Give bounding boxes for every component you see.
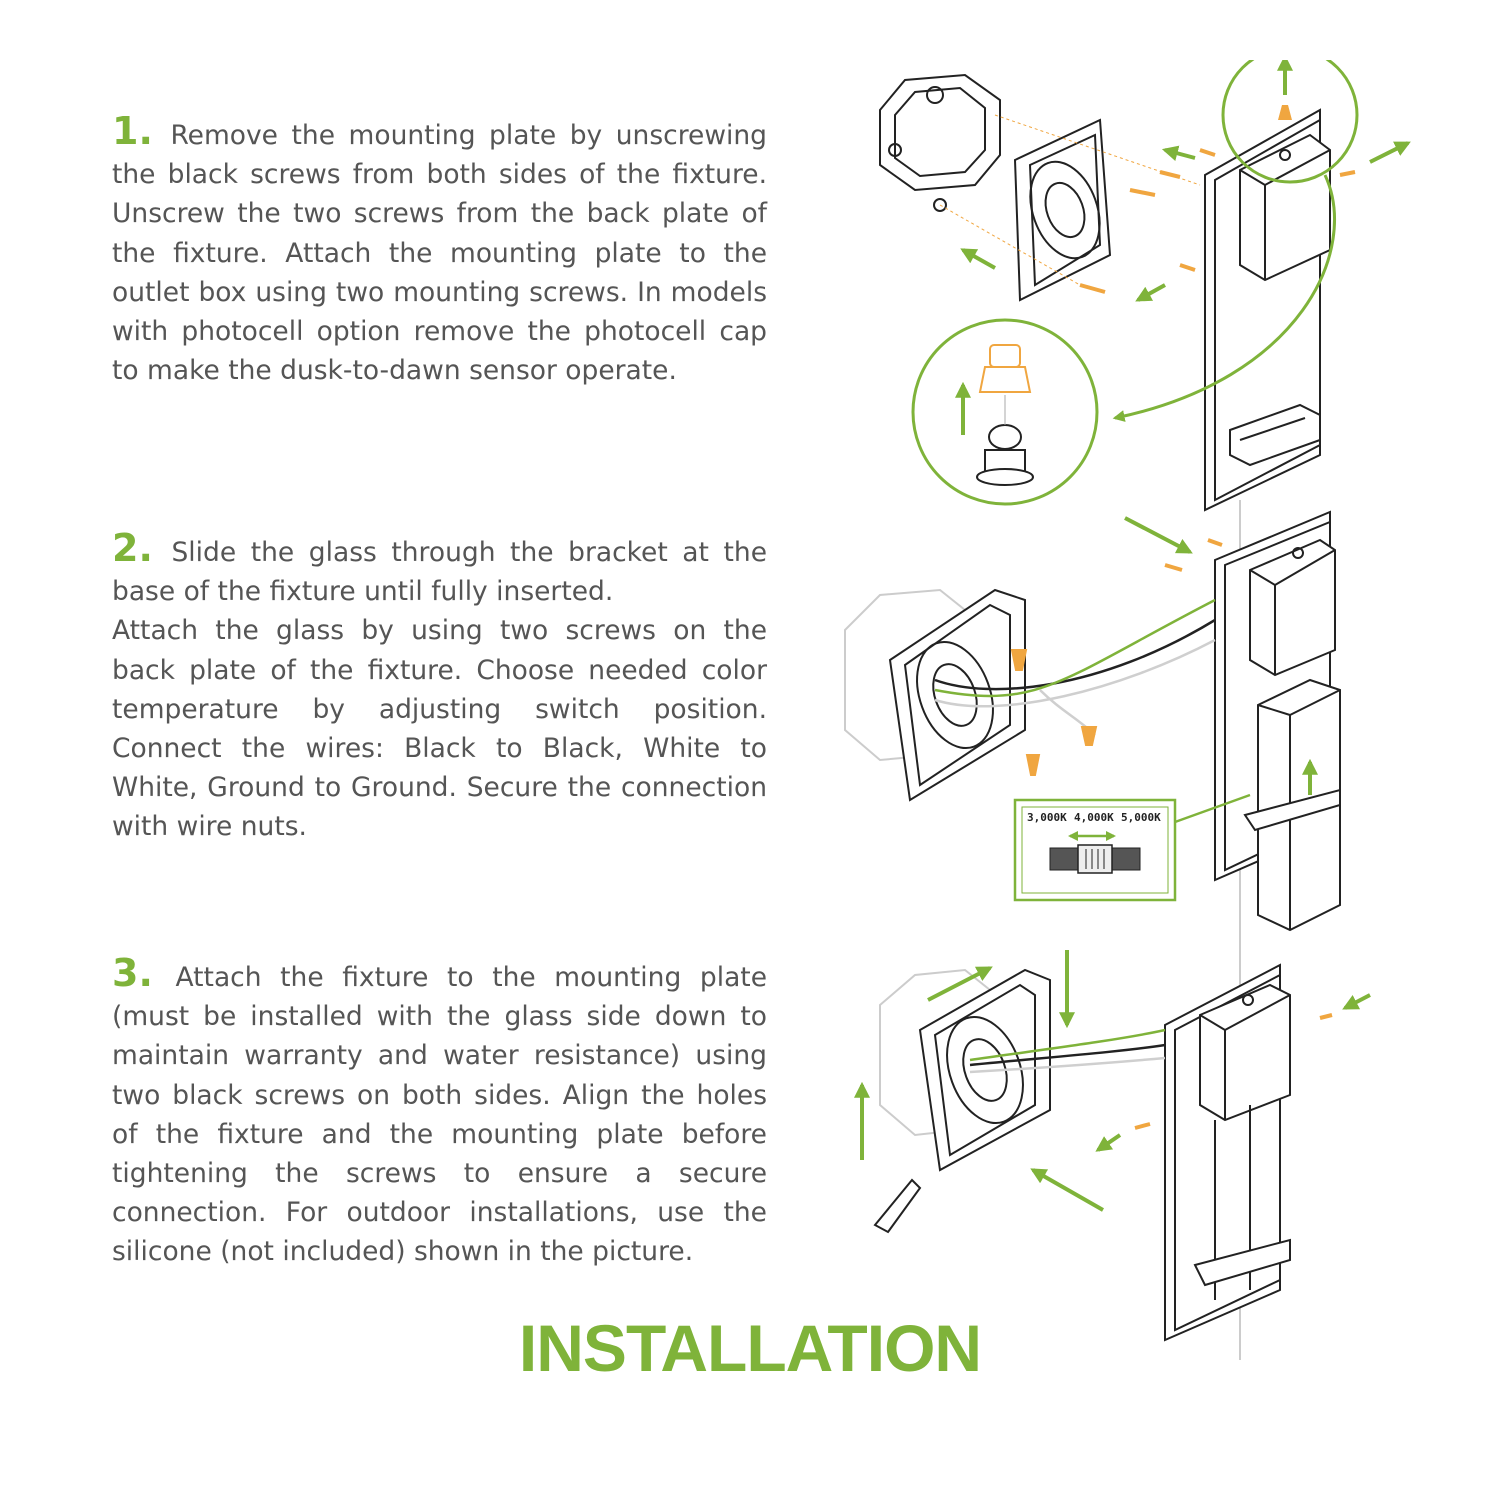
wires [934, 598, 1216, 736]
screws-2-icon [1164, 538, 1223, 572]
step-2-illustration [844, 510, 1341, 932]
step-3-text: Attach the fixture to the mounting plate… [112, 962, 767, 1268]
step-3-arrows [854, 950, 1371, 1212]
screws-icon [1079, 148, 1356, 294]
photocell-sensor-icon [976, 424, 1034, 486]
fixture-assembled-icon [1164, 963, 1291, 1342]
mounting-plate-icon [1013, 118, 1112, 302]
installation-title: INSTALLATION [518, 1311, 982, 1385]
glass-panel-icon [1243, 678, 1341, 932]
step-1-paragraph-1: 1. Remove the mounting plate by unscrewi… [112, 109, 767, 390]
silicone-tube-icon [873, 1178, 922, 1234]
step-1-illustration [879, 73, 1356, 512]
photocell-callout-large [911, 318, 1099, 506]
temp-label-4000k: 4,000K [1074, 811, 1114, 824]
alignment-guides [939, 114, 1201, 286]
step-2-arrows [1124, 516, 1318, 795]
wire-nuts-icon [1010, 649, 1098, 776]
glass-bracket-icon [1229, 403, 1321, 467]
color-temperature-switch-inset: 3,000K 4,000K 5,000K [1013, 793, 1251, 902]
installation-diagram: 3,000K 4,000K 5,000K [844, 60, 1411, 1360]
step-3-number: 3. [112, 951, 153, 995]
step-1-arrows [955, 60, 1411, 435]
step-3-paragraph-1: 3. Attach the fixture to the mounting pl… [112, 951, 767, 1272]
photocell-callout-top [1221, 60, 1359, 184]
step-3-instructions: 3. Attach the fixture to the mounting pl… [112, 951, 767, 1272]
step-1-number: 1. [112, 109, 153, 153]
step-2-number: 2. [112, 526, 153, 570]
mounting-plate-2-icon [888, 588, 1026, 802]
step-1-instructions: 1. Remove the mounting plate by unscrewi… [112, 109, 767, 390]
wires-3 [969, 1028, 1166, 1074]
screws-3-icon [1134, 1013, 1333, 1130]
temp-label-3000k: 3,000K [1027, 811, 1067, 824]
slide-switch-icon [1049, 844, 1141, 874]
step-2-paragraph-2: Attach the glass by using two screws on … [112, 615, 767, 843]
step-2-paragraph-1: 2. Slide the glass through the bracket a… [112, 526, 767, 611]
step-3-illustration [873, 963, 1333, 1342]
photocell-cap-icon [978, 344, 1032, 393]
step-2-text-1: Slide the glass through the bracket at t… [112, 537, 767, 608]
step-1-text: Remove the mounting plate by unscrewing … [112, 120, 767, 387]
callout-connector-curve [1112, 174, 1336, 422]
outlet-box-icon [879, 73, 1001, 212]
light-housing-2-icon [1249, 538, 1336, 677]
temp-label-5000k: 5,000K [1121, 811, 1161, 824]
step-2-instructions: 2. Slide the glass through the bracket a… [112, 526, 767, 847]
